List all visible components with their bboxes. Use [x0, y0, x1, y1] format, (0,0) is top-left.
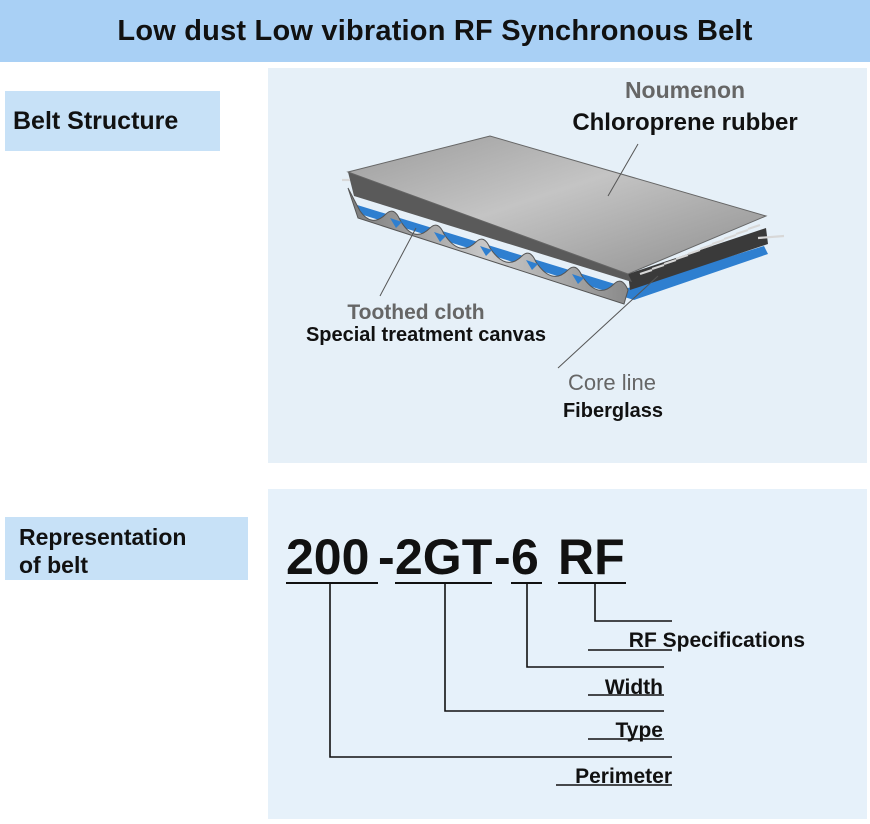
page-title: Low dust Low vibration RF Synchronous Be… [117, 14, 753, 47]
representation-panel: 200 - 2GT - 6 RF RF Specifications Width [268, 489, 867, 819]
belt-teeth [347, 187, 629, 305]
noumenon-material: Chloroprene rubber [572, 109, 797, 136]
toothed-material: Special treatment canvas [306, 324, 546, 346]
belt-structure-panel: Noumenon Chloroprene rubber Toothed clot… [268, 68, 867, 463]
code-dash-1: - [378, 529, 395, 585]
code-width: 6 [511, 529, 539, 585]
toothed-label: Toothed cloth [347, 301, 484, 324]
code-type: 2GT [395, 529, 492, 585]
core-leader [557, 275, 659, 369]
code-perimeter: 200 [286, 529, 369, 585]
noumenon-leader [607, 143, 639, 197]
representation-label-line2: of belt [19, 552, 88, 578]
belt-structure-label: Belt Structure [5, 91, 220, 151]
representation-label: Representation of belt [5, 517, 248, 580]
core-label: Core line [568, 370, 656, 395]
belt-side-edge [348, 172, 632, 282]
label-rules [556, 649, 672, 786]
belt-code-diagram: 200 - 2GT - 6 RF RF Specifications Width [286, 529, 805, 788]
belt-body [346, 135, 768, 275]
canvas-strip [572, 274, 584, 284]
canvas-strip [526, 260, 538, 270]
representation-label-line1: Representation [19, 524, 187, 550]
fiberglass-cords [342, 178, 785, 276]
canvas-strip [390, 218, 402, 228]
title-banner: Low dust Low vibration RF Synchronous Be… [0, 0, 870, 62]
width-label: Width [605, 676, 663, 699]
noumenon-label: Noumenon [625, 77, 745, 103]
code-spec: RF [558, 529, 625, 585]
rf-spec-label: RF Specifications [629, 629, 805, 652]
perimeter-label: Perimeter [575, 765, 672, 788]
code-dash-2: - [494, 529, 511, 585]
core-material: Fiberglass [563, 400, 663, 422]
toothed-leader [379, 227, 417, 297]
canvas-strip [480, 246, 492, 256]
code-connectors [329, 583, 672, 758]
type-label: Type [616, 719, 663, 742]
belt-front-edge [628, 228, 768, 290]
belt-structure-diagram: Noumenon Chloroprene rubber Toothed clot… [306, 77, 798, 422]
canvas-strip [434, 232, 446, 242]
